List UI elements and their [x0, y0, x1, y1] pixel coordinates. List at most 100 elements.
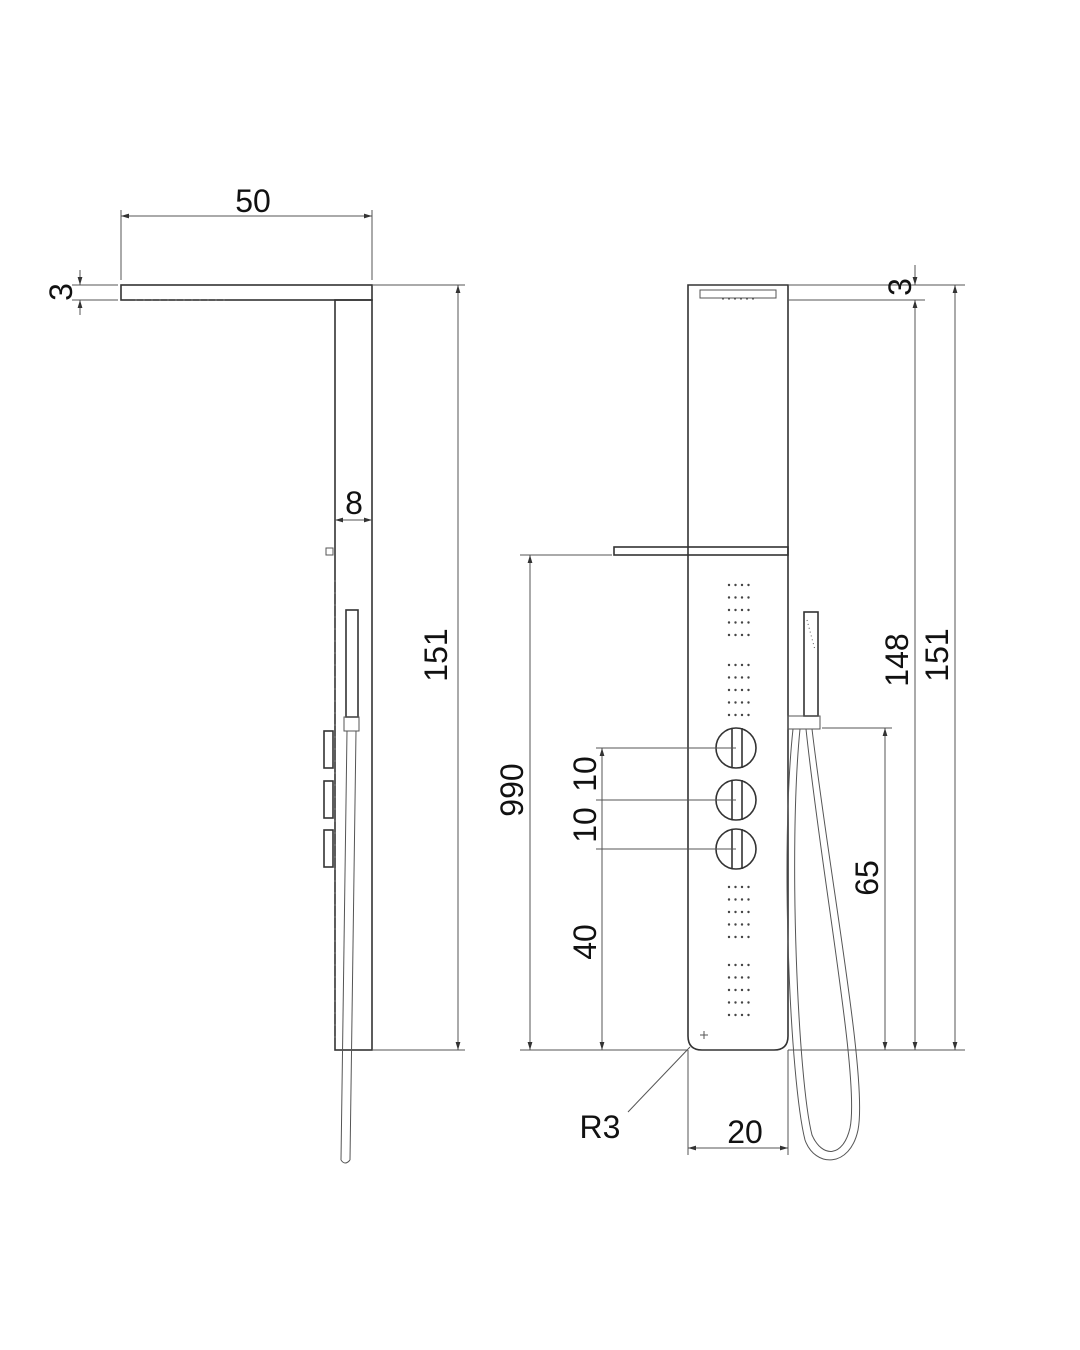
jet-dot	[727, 596, 731, 599]
jet-dot	[747, 608, 750, 612]
knob-side-3	[323, 829, 334, 868]
handshower-side	[345, 609, 359, 718]
jet-dot	[747, 935, 750, 939]
jet-dot	[727, 988, 731, 992]
jet-dot	[727, 676, 731, 679]
jet-dot	[727, 663, 731, 667]
dim-shelf-height: 990	[494, 763, 530, 816]
jet-dot	[727, 1013, 731, 1017]
jet-dot	[727, 976, 731, 979]
jet-dot	[734, 935, 737, 939]
jet-dot	[747, 988, 750, 992]
jet-dot	[740, 963, 744, 967]
jet-dot	[747, 621, 750, 624]
dim-side-depth: 8	[345, 485, 363, 521]
jet-dot	[727, 923, 731, 926]
holder-front	[787, 715, 821, 730]
dim-side-height: 151	[418, 628, 454, 681]
jet-dot	[734, 676, 737, 679]
jet-dot	[740, 988, 744, 992]
jet-dot	[734, 885, 737, 889]
dim-front-top-thickness: 3	[882, 278, 918, 296]
jet-dot	[727, 1001, 731, 1004]
jet-dot	[747, 583, 750, 587]
jet-dot	[734, 713, 737, 717]
body-jets	[727, 583, 750, 1017]
dim-holder-height: 65	[849, 860, 885, 896]
jet-dot	[740, 935, 744, 939]
rain-head-side	[120, 284, 373, 301]
jet-dot	[734, 1013, 737, 1017]
jet-dot	[747, 633, 750, 637]
jet-dot	[734, 1001, 737, 1004]
jet-dot	[747, 898, 750, 901]
jet-dot	[747, 1013, 750, 1017]
dim-bottom-knob-height: 40	[567, 924, 603, 960]
dim-knob-spacing-2: 10	[567, 807, 603, 843]
front-view: 990 10 10 40 R3 20 65 148 151 3	[494, 265, 965, 1161]
jet-dot	[734, 621, 737, 624]
jet-dot	[740, 885, 744, 889]
jet-dot	[740, 608, 744, 612]
jet-dot	[747, 910, 750, 914]
jet-dot	[740, 1013, 744, 1017]
jet-dot	[740, 583, 744, 587]
jet-dot	[727, 910, 731, 914]
jet-dot	[740, 701, 744, 704]
jet-dot	[734, 963, 737, 967]
jet-dot	[740, 976, 744, 979]
jet-dot	[727, 701, 731, 704]
jet-dot	[740, 1001, 744, 1004]
jet-dot	[747, 923, 750, 926]
jet-dot	[740, 621, 744, 624]
jet-dot	[747, 596, 750, 599]
knob-side-2	[323, 780, 334, 819]
jet-dot	[734, 976, 737, 979]
jet-dot	[747, 701, 750, 704]
hose-side	[340, 730, 357, 1164]
jet-dot	[734, 663, 737, 667]
jet-dot	[727, 688, 731, 692]
jet-dot	[747, 663, 750, 667]
jet-dot	[740, 713, 744, 717]
dim-side-width: 50	[235, 183, 271, 219]
jet-dot	[740, 596, 744, 599]
jet-dot	[727, 935, 731, 939]
jet-dot	[740, 898, 744, 901]
jet-dot	[734, 701, 737, 704]
jet-dot	[727, 621, 731, 624]
jet-dot	[747, 713, 750, 717]
jet-dot	[734, 910, 737, 914]
jet-dot	[747, 963, 750, 967]
jet-dot	[727, 633, 731, 637]
dim-front-width: 20	[727, 1114, 763, 1150]
shelf-stub	[325, 547, 334, 556]
jet-dot	[727, 713, 731, 717]
column-front	[687, 284, 789, 1051]
jet-dot	[740, 663, 744, 667]
jet-dot	[734, 988, 737, 992]
jet-dot	[734, 633, 737, 637]
dim-side-top-thickness: 3	[43, 283, 79, 301]
dim-body-height: 148	[879, 633, 915, 686]
jet-dot	[734, 923, 737, 926]
jet-dot	[747, 676, 750, 679]
jet-dot	[740, 910, 744, 914]
jet-dot	[747, 885, 750, 889]
jet-dot	[747, 976, 750, 979]
jet-dot	[727, 608, 731, 612]
jet-dot	[727, 885, 731, 889]
handshower-front	[803, 611, 819, 717]
jet-dot	[740, 923, 744, 926]
dim-radius: R3	[580, 1109, 621, 1145]
holder-side	[343, 716, 360, 732]
jet-dot	[727, 898, 731, 901]
jet-dot	[740, 676, 744, 679]
knob-side-1	[323, 730, 334, 769]
hose-front	[786, 728, 861, 1161]
jet-dot	[734, 688, 737, 692]
jet-dot	[747, 1001, 750, 1004]
jet-dot	[740, 633, 744, 637]
column-side	[334, 299, 373, 1051]
